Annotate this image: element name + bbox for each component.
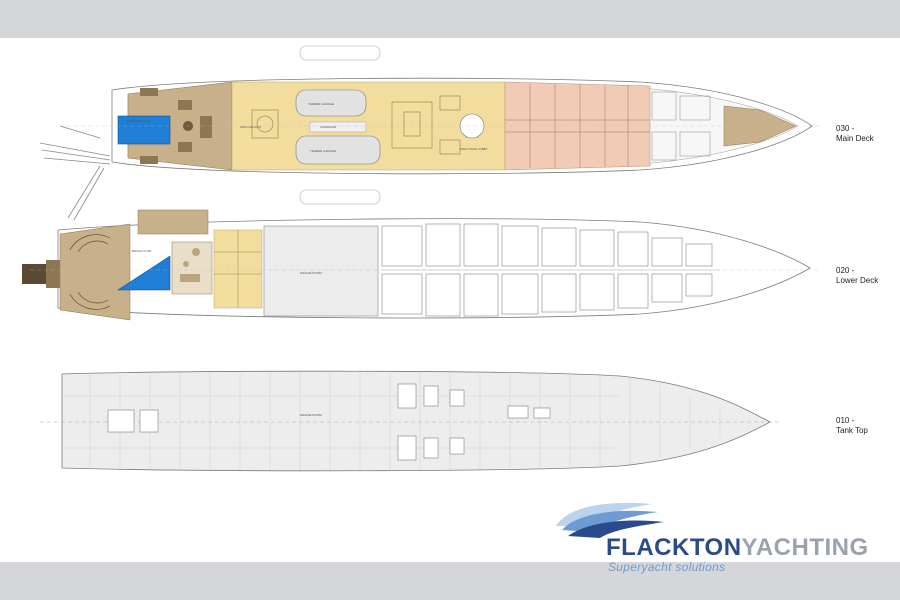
deck-label-main: 030 - Main Deck (836, 124, 874, 144)
saloon-furniture (251, 95, 461, 155)
brand-word-2: YACHTING (741, 534, 869, 561)
spa-room (171, 241, 213, 295)
beach-club-teak (59, 223, 131, 321)
corridor-label: CORRIDOR (320, 125, 337, 129)
tender-outline-bottom (299, 189, 381, 205)
wave-icon (556, 502, 664, 538)
deck-number-tank: 010 - (836, 416, 855, 425)
tank-top-plan: ENGINE ROOM (40, 370, 780, 472)
engine-room-lower-label: ENGINE ROOM (300, 271, 322, 275)
tender-outline-top (299, 45, 381, 61)
beach-club-stairs (69, 234, 111, 310)
deck-name-tank: Tank Top (836, 426, 868, 435)
lower-deck-plan: BEACH CLUB ENGINE ROOM (22, 209, 820, 321)
guest-cabins-zone (504, 81, 651, 171)
tender-garage-label-1: TENDER GARAGE (308, 102, 334, 106)
tender-garage-label-2: TENDER GARAGE (310, 149, 336, 153)
tank-top-machinery (107, 383, 551, 461)
brand-name: FLACKTONYACHTING (606, 534, 869, 562)
side-platform-teak (137, 209, 209, 235)
engine-room-tank-label: ENGINE ROOM (300, 413, 322, 417)
swim-platform (22, 264, 46, 284)
forward-crew-rooms (651, 91, 711, 161)
brand-tagline: Superyacht solutions (608, 560, 726, 574)
brand-logo: FLACKTONYACHTING Superyacht solutions (548, 496, 878, 586)
deck-number-lower: 020 - (836, 266, 855, 275)
corridor-block (309, 121, 367, 133)
saloon-label: MAIN SALOON (240, 125, 261, 129)
brand-word-1: FLACKTON (606, 534, 742, 561)
swimming-pool (117, 115, 171, 145)
stern-gangway-lines (39, 125, 111, 221)
pool-label: SWIMMING POOL (126, 119, 151, 123)
deck-name-lower: Lower Deck (836, 276, 879, 285)
tender-garage-port (295, 89, 367, 117)
tender-garage-starboard (295, 135, 381, 165)
drawing-sheet: SWIMMING POOL MAIN SALOON TENDER GARAGE … (0, 38, 900, 562)
stair-lobby-label: MAIN STAIR LOBBY (460, 147, 488, 151)
general-arrangement-plan: SWIMMING POOL MAIN SALOON TENDER GARAGE … (22, 45, 820, 472)
spa-furniture (180, 248, 200, 282)
swim-ladder (46, 260, 60, 288)
deck-name-main: Main Deck (836, 134, 874, 143)
deck-number-main: 030 - (836, 124, 855, 133)
lower-crew-cabins (381, 223, 713, 317)
lower-technical-walls (214, 230, 262, 308)
deck-label-tank: 010 - Tank Top (836, 416, 868, 436)
engine-room-lower (263, 225, 379, 317)
main-deck-plan: SWIMMING POOL MAIN SALOON TENDER GARAGE … (39, 45, 820, 221)
deck-label-lower: 020 - Lower Deck (836, 266, 878, 286)
beach-club-label: BEACH CLUB (132, 249, 151, 253)
beach-club-pool (116, 255, 171, 291)
